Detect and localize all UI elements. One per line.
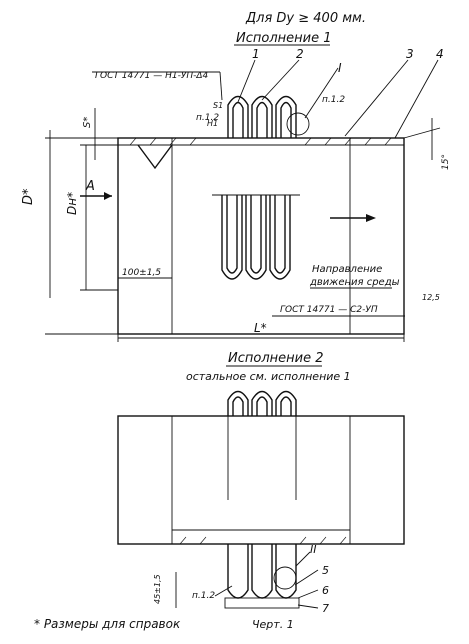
variant1-title: Исполнение 1 — [236, 31, 331, 46]
bellows-bottom — [212, 194, 300, 280]
callout-4: 4 — [436, 47, 444, 61]
flow-label-1: Направление — [312, 264, 382, 275]
variant2-subtitle: остальное см. исполнение 1 — [186, 370, 351, 383]
sheet-ref: Черт. 1 — [252, 618, 294, 631]
note-left: п.1.2 — [196, 113, 219, 123]
callout-1: 1 — [252, 47, 260, 61]
label-h1: H1 — [207, 119, 218, 128]
header-title: Для Dy ≥ 400 мм. — [245, 11, 366, 26]
dim-D: D* — [21, 188, 36, 205]
bellows-top — [227, 95, 297, 138]
weld-spec-top: ГОСТ 14771 — Н1-УП-Δ4 — [95, 71, 208, 81]
variant2-view — [117, 390, 405, 609]
pipe2-body — [117, 415, 405, 545]
weld-size: 12,5 — [422, 293, 440, 302]
weld-spec-bottom: ГОСТ 14771 — С2-УП — [280, 305, 378, 315]
footnote: * Размеры для справок — [34, 617, 181, 631]
dim-S: S* — [82, 117, 93, 128]
view-a-label: A — [85, 179, 95, 194]
label-s1: S1 — [213, 101, 223, 110]
pipe2-wall-hatch — [179, 536, 347, 545]
pipe-wall-hatch — [129, 137, 392, 146]
dim-L: L* — [254, 321, 267, 335]
callout-6: 6 — [322, 584, 329, 597]
view-a-arrow — [104, 192, 112, 200]
flow-label-2: движения среды — [309, 277, 400, 288]
variant2-title: Исполнение 2 — [228, 351, 323, 366]
callout-5: 5 — [322, 564, 329, 577]
detail-I-circle — [286, 112, 310, 136]
dim-Dn: Dн* — [65, 192, 79, 215]
note-right: п.1.2 — [322, 95, 345, 105]
flow-arrow — [366, 214, 376, 222]
callout-II: II — [310, 543, 317, 556]
angle-label: 15° — [441, 154, 451, 170]
variant1-view — [45, 59, 441, 342]
weld-notch — [137, 144, 173, 170]
dim-vert: 45±1,5 — [153, 574, 162, 604]
callout-3: 3 — [406, 47, 414, 61]
dim-100: 100±1,5 — [122, 268, 161, 278]
callout-detail-I: I — [338, 61, 342, 75]
detail-II-circle — [273, 566, 297, 590]
variant2-note: п.1.2 — [192, 591, 215, 601]
callout-7: 7 — [322, 602, 329, 615]
callout-2: 2 — [296, 47, 304, 61]
